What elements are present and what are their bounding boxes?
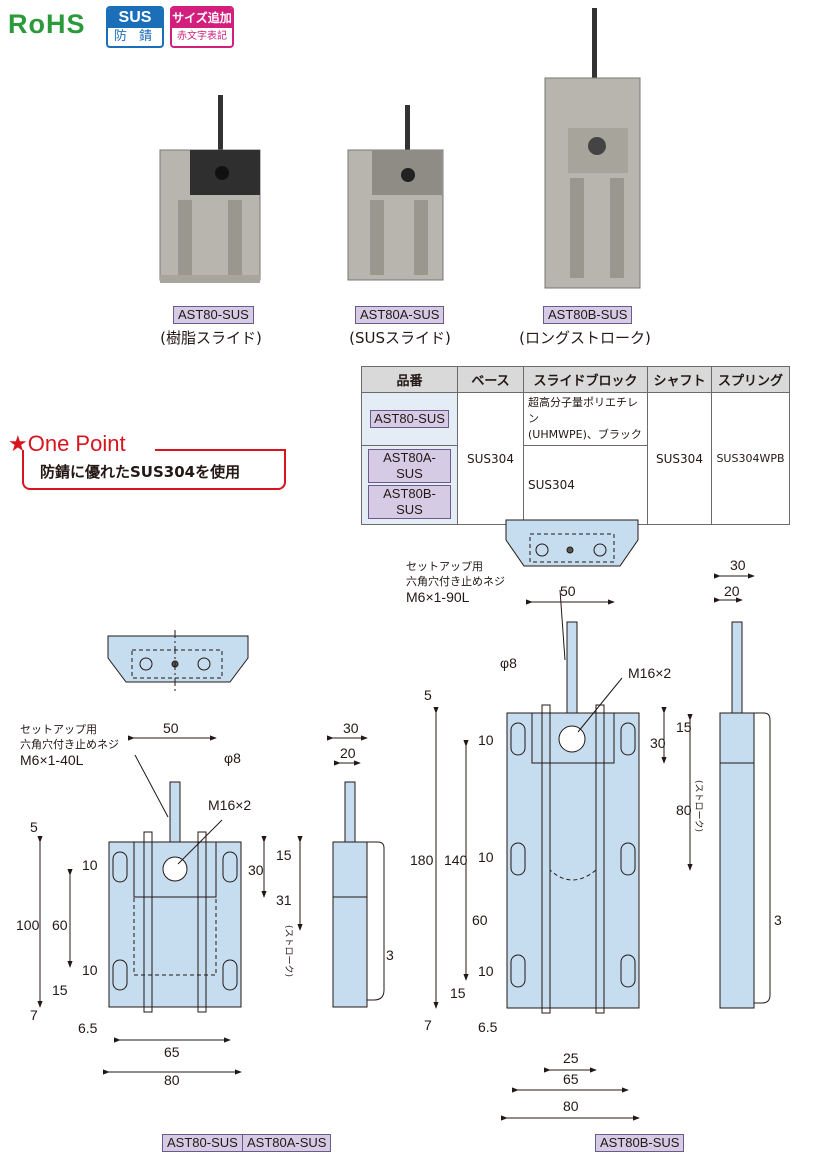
dim-10a: 10 — [82, 857, 98, 873]
header-spring: スプリング — [711, 366, 790, 393]
dim-7: 7 — [424, 1017, 432, 1033]
slide-block-cell: 超高分子量ポリエチレン (UHMWPE)、ブラック — [523, 392, 648, 446]
dim-5: 5 — [30, 819, 38, 835]
header-slide-block: スライドブロック — [523, 366, 648, 393]
one-point-title: ★One Point — [8, 431, 126, 456]
dim-7: 7 — [30, 1007, 38, 1023]
spec-table-header: 品番 ベース スライドブロック シャフト スプリング — [361, 366, 790, 393]
model-cell: AST80-SUS — [361, 392, 458, 446]
size-added-badge: サイズ追加 赤文字表記 — [170, 6, 234, 48]
dim-stroke: (ストローク) — [283, 925, 294, 977]
model-label: AST80B-SUS — [368, 485, 451, 519]
dim-10b: 10 — [478, 849, 494, 865]
dim-3: 3 — [774, 912, 782, 928]
one-point-box — [22, 450, 286, 490]
note-line-2: 六角穴付き止めネジ — [406, 574, 505, 588]
dim-15-side: 15 — [276, 847, 292, 863]
dim-31: 31 — [276, 892, 292, 908]
dim-m16: M16×2 — [628, 665, 671, 681]
product-photo-ast80 — [159, 95, 261, 283]
dim-15-side: 15 — [676, 719, 692, 735]
table-row: AST80A-SUS AST80B-SUS SUS304 — [361, 445, 790, 525]
note-line-2: 六角穴付き止めネジ — [20, 737, 119, 751]
product-subtitle-ast80: (樹脂スライド) — [160, 329, 262, 347]
size-badge-top: サイズ追加 — [172, 8, 232, 28]
note-line-1: セットアップ用 — [406, 560, 483, 573]
dim-10b: 10 — [82, 962, 98, 978]
dim-phi8: φ8 — [224, 750, 241, 766]
dim-80-side: 80 — [676, 802, 692, 818]
product-label-ast80a: AST80A-SUS — [355, 306, 445, 324]
dim-10c: 10 — [478, 963, 494, 979]
drawing-label-ast80a: AST80A-SUS — [242, 1134, 332, 1152]
dim-stroke: (ストローク) — [693, 780, 704, 832]
table-row: AST80-SUS SUS304 超高分子量ポリエチレン (UHMWPE)、ブラ… — [361, 392, 790, 525]
sus-badge: SUS 防 錆 — [106, 6, 164, 48]
base-cell: SUS304 — [457, 392, 524, 525]
product-subtitle-ast80b: (ロングストローク) — [519, 329, 651, 347]
dim-15: 15 — [450, 985, 466, 1001]
dim-20: 20 — [340, 745, 356, 761]
dim-50: 50 — [560, 583, 576, 599]
size-badge-bottom: 赤文字表記 — [177, 31, 227, 42]
product-label-ast80: AST80-SUS — [173, 306, 254, 324]
drawing-label-ast80b: AST80B-SUS — [595, 1134, 685, 1152]
product-photo-ast80a — [347, 105, 444, 281]
slide-block-cell: SUS304 — [523, 445, 648, 525]
dim-5: 5 — [424, 687, 432, 703]
dim-m16: M16×2 — [208, 797, 251, 813]
note-line-3: M6×1-90L — [406, 589, 470, 605]
product-label-ast80b: AST80B-SUS — [543, 306, 633, 324]
dim-6_5: 6.5 — [478, 1019, 498, 1035]
dim-10a: 10 — [478, 732, 494, 748]
one-point-rule — [155, 449, 286, 451]
drawing-ast80: セットアップ用 六角穴付き止めネジ M6×1-40L 50 φ8 M16×2 3… — [16, 630, 394, 1088]
product-photo-ast80b — [544, 8, 641, 289]
dim-3: 3 — [386, 947, 394, 963]
sus-badge-top: SUS — [108, 8, 162, 28]
spring-cell: SUS304WPB — [711, 392, 790, 525]
one-point-text: 防錆に優れたSUS304を使用 — [40, 463, 241, 481]
model-label: AST80A-SUS — [368, 449, 451, 483]
dim-30: 30 — [730, 557, 746, 573]
dim-25: 25 — [563, 1050, 579, 1066]
dim-phi8: φ8 — [500, 655, 517, 671]
dim-30-side: 30 — [650, 735, 666, 751]
dim-50: 50 — [163, 720, 179, 736]
product-subtitle-ast80a: (SUSスライド) — [349, 329, 451, 347]
dim-30: 30 — [343, 720, 359, 736]
dim-65: 65 — [164, 1044, 180, 1060]
dim-15: 15 — [52, 982, 68, 998]
drawing-label-ast80: AST80-SUS — [162, 1134, 243, 1152]
shaft-cell: SUS304 — [647, 392, 712, 525]
dim-140: 140 — [444, 852, 468, 868]
note-line-3: M6×1-40L — [20, 752, 84, 768]
dim-80: 80 — [563, 1098, 579, 1114]
spec-table: 品番 ベース スライドブロック シャフト スプリング AST80-SUS SUS… — [361, 366, 790, 525]
dim-80: 80 — [164, 1072, 180, 1088]
sus-badge-bottom: 防 錆 — [113, 29, 157, 44]
dim-180: 180 — [410, 852, 434, 868]
dim-20: 20 — [724, 583, 740, 599]
dim-100: 100 — [16, 917, 40, 933]
dim-60: 60 — [472, 912, 488, 928]
dim-65: 65 — [563, 1071, 579, 1087]
model-cell: AST80A-SUS AST80B-SUS — [361, 445, 458, 525]
drawing-ast80b: セットアップ用 六角穴付き止めネジ M6×1-90L 50 φ8 M16×2 3… — [406, 519, 782, 1121]
dim-60: 60 — [52, 917, 68, 933]
dim-30-side: 30 — [248, 862, 264, 878]
dim-6_5: 6.5 — [78, 1020, 98, 1036]
rohs-logo: RoHS — [8, 9, 86, 39]
header-part-number: 品番 — [361, 366, 458, 393]
model-label: AST80-SUS — [370, 410, 449, 428]
header-base: ベース — [457, 366, 524, 393]
header-shaft: シャフト — [647, 366, 712, 393]
note-line-1: セットアップ用 — [20, 723, 97, 736]
